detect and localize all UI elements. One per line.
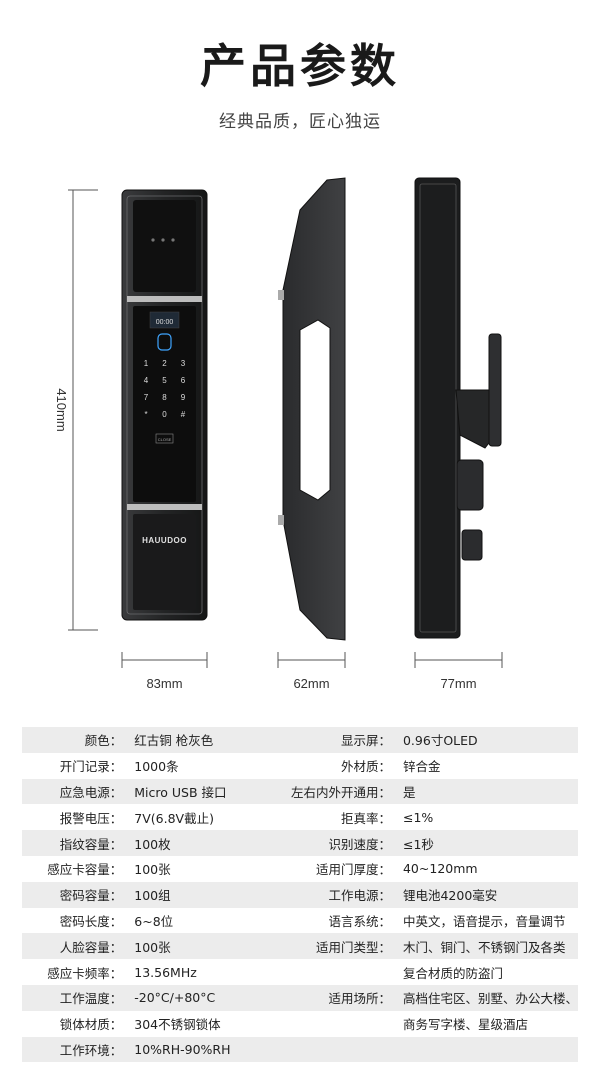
side-width-label: 62mm [293,676,329,691]
spec-value: 100枚 [128,830,284,856]
keypad-key: 4 [144,376,149,385]
brand-logo: HAUUDOO [142,536,187,545]
spec-key-right: 适用场所： [283,984,397,1011]
spec-value: 红古铜 枪灰色 [128,727,284,753]
spec-key-right [284,959,397,985]
spec-key: 感应卡频率： [47,965,123,981]
spec-row: 感应卡容量： 100张 适用门厚度： 40~120mm [22,856,578,882]
keypad-key: 2 [162,359,167,368]
spec-key-right: 显示屏： [283,727,397,753]
spec-key-right: 适用门类型： [283,933,397,960]
front-width-label: 83mm [146,676,182,691]
spec-key-right: 适用门厚度： [315,862,391,878]
spec-key-right: 外材质： [340,759,391,775]
spec-value: 100张 [128,933,284,960]
keypad: 1 2 3 4 5 6 7 8 9 * 0 # [144,359,186,419]
spec-value: 13.56MHz [134,964,197,980]
keypad-key: 7 [144,393,149,402]
lock-screen-time: 00:00 [156,319,174,326]
spec-table: 颜色：红古铜 枪灰色显示屏：0.96寸OLED 开门记录： 1000条 外材质： 锌合金… [22,727,578,1063]
spec-value-right: 锂电池4200毫安 [396,881,578,908]
spec-value: 6~8位 [134,913,174,929]
spec-key-right: 拒真率： [340,810,391,826]
keypad-key: 6 [181,376,186,385]
keypad-key: * [144,410,147,419]
spec-key: 开门记录： [59,759,123,775]
lock-side-view [278,177,346,641]
width-dimensions: 83mm 62mm 77mm [121,652,503,691]
spec-value: 100组 [128,881,284,908]
back-width-label: 77mm [440,676,476,691]
height-label: 410mm [54,388,69,431]
spec-value: -20°C/+80°C [128,984,284,1011]
keypad-key: 5 [162,376,167,385]
key-label: CLOSE [158,437,172,442]
spec-key-right: 工作电源： [283,881,397,908]
spec-row: 应急电源：Micro USB 接口左右内外开通用：是 [22,778,578,805]
page-subtitle: 经典品质，匠心独运 [219,112,381,132]
spec-value: 1000条 [134,759,179,775]
spec-value-right: 是 [396,778,578,805]
spec-value-right: 商务写字楼、星级酒店 [402,1017,528,1033]
spec-value-right: 锌合金 [402,759,441,775]
spec-key-right [283,1036,397,1063]
spec-key: 密码容量： [22,881,129,908]
spec-row: 报警电压： 7V(6.8V截止) 拒真率： ≤1% [22,804,578,830]
spec-row: 感应卡频率： 13.56MHz 复合材质的防盗门 [22,959,578,985]
spec-key: 工作环境： [22,1036,129,1063]
spec-row: 指纹容量：100枚识别速度：≤1秒 [22,830,578,856]
spec-value-right: 复合材质的防盗门 [402,965,503,981]
keypad-key: 1 [144,359,149,368]
spec-value-right: 高档住宅区、别墅、办公大楼、 [396,984,578,1011]
spec-row: 锁体材质： 304不锈钢锁体 商务写字楼、星级酒店 [22,1011,578,1037]
spec-row: 开门记录： 1000条 外材质： 锌合金 [22,753,578,779]
spec-key: 工作温度： [22,984,129,1011]
spec-value-right: 0.96寸OLED [396,727,578,753]
spec-value-right: 木门、铜门、不锈钢门及各类 [396,933,578,960]
spec-row: 颜色：红古铜 枪灰色显示屏：0.96寸OLED [22,727,578,753]
keypad-key: 0 [162,410,167,419]
keypad-key: 8 [162,393,167,402]
spec-value-right: 40~120mm [402,861,478,877]
spec-row: 工作环境：10%RH-90%RH [22,1036,578,1063]
spec-key: 人脸容量： [22,933,129,960]
lock-front-view: 00:00 1 2 3 4 5 6 7 8 9 * 0 # CLOSE HAUUDOO [121,189,208,621]
spec-key: 密码长度： [59,913,123,929]
height-dimension: 410mm [54,189,98,631]
lock-back-view [414,177,502,639]
spec-value: 304不锈钢锁体 [134,1017,221,1033]
spec-key: 感应卡容量： [47,862,123,878]
keypad-key: 9 [181,393,186,402]
spec-row: 密码长度： 6~8位 语言系统： 中英文，语音提示，音量调节 [22,908,578,934]
spec-value-right [396,1036,578,1063]
spec-key: 指纹容量： [22,830,129,856]
spec-key: 报警电压： [59,810,123,826]
spec-value-right: ≤1秒 [396,830,578,856]
spec-key: 应急电源： [22,778,129,805]
spec-value-right: 中英文，语音提示，音量调节 [402,913,566,929]
spec-key-right: 语言系统： [328,913,391,929]
product-diagram: 410mm 00:00 1 2 3 4 5 6 7 8 9 * 0 # CLOSE HAUUDOO [54,177,503,691]
spec-key-right [284,1011,397,1037]
spec-value: 10%RH-90%RH [128,1036,284,1063]
keypad-key: 3 [181,359,186,368]
spec-key: 锁体材质： [59,1017,123,1033]
spec-key-right: 识别速度： [283,830,397,856]
spec-value: Micro USB 接口 [128,778,284,805]
keypad-key: # [181,410,186,419]
spec-key-right: 左右内外开通用： [283,778,397,805]
spec-row: 人脸容量：100张适用门类型：木门、铜门、不锈钢门及各类 [22,933,578,960]
spec-row: 密码容量：100组工作电源：锂电池4200毫安 [22,881,578,908]
page-title: 产品参数 [200,39,400,93]
spec-value: 100张 [134,862,171,878]
spec-key: 颜色： [22,727,129,753]
spec-value-right: ≤1% [402,809,434,825]
spec-value: 7V(6.8V截止) [134,810,214,826]
